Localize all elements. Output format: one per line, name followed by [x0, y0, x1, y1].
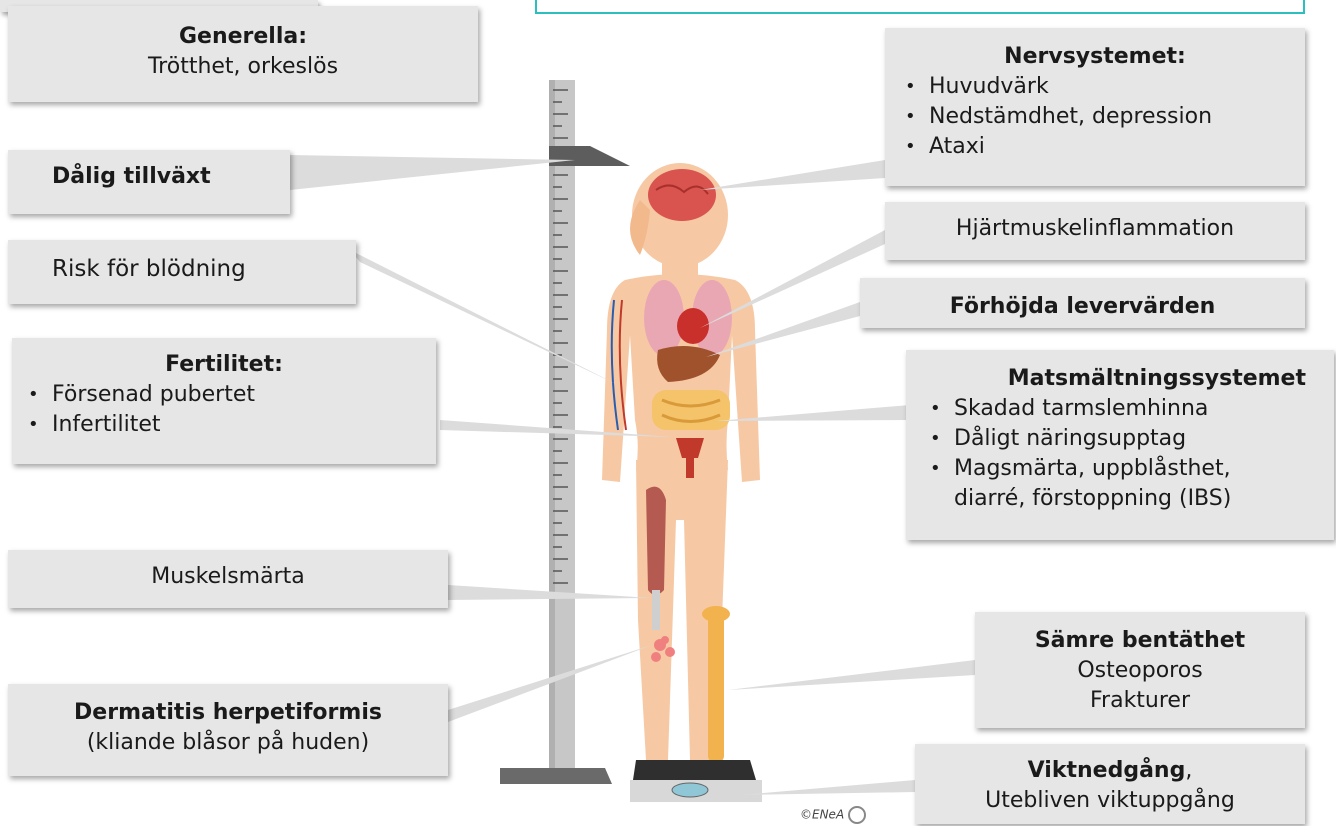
levervarden-label: Förhöjda levervärden — [860, 292, 1305, 322]
bentathet-box: Sämre bentäthet Osteoporos Frakturer — [975, 612, 1305, 728]
generella-box: Generella: Trötthet, orkeslös — [8, 6, 478, 102]
list-item: Skadad tarmslemhinna — [924, 394, 1334, 424]
fertilitet-list: Försenad pubertet Infertilitet — [22, 380, 436, 440]
viktnedgang-box: Viktnedgång, Utebliven viktuppgång — [915, 744, 1305, 824]
nervsystemet-title: Nervsystemet: — [885, 42, 1305, 72]
viktnedgang-text: Utebliven viktuppgång — [915, 786, 1305, 816]
list-item: Huvudvärk — [899, 72, 1305, 102]
hjartmuskel-box: Hjärtmuskelinflammation — [885, 202, 1305, 260]
risk-blodning-box: Risk för blödning — [8, 240, 356, 304]
credit-logo: ©ENeA — [800, 806, 866, 824]
enea-logo-icon — [848, 806, 866, 824]
matsmaltning-list: Skadad tarmslemhinna Dåligt näringsuppta… — [924, 394, 1334, 484]
dermatitis-title: Dermatitis herpetiformis — [8, 698, 448, 728]
top-frame — [535, 0, 1305, 14]
credit-text: ©ENeA — [800, 808, 844, 822]
levervarden-box: Förhöjda levervärden — [860, 278, 1305, 328]
list-item: Försenad pubertet — [22, 380, 436, 410]
dermatitis-text: (kliande blåsor på huden) — [8, 728, 448, 758]
nervsystemet-list: Huvudvärk Nedstämdhet, depression Ataxi — [899, 72, 1305, 162]
risk-blodning-label: Risk för blödning — [52, 254, 356, 284]
hjartmuskel-label: Hjärtmuskelinflammation — [885, 214, 1305, 244]
dalig-tillvaxt-label: Dålig tillväxt — [52, 162, 290, 192]
list-item: Ataxi — [899, 132, 1305, 162]
matsmaltning-box: Matsmältningssystemet Skadad tarmslemhin… — [906, 350, 1334, 540]
human-body-icon — [602, 163, 760, 760]
muskelsmarta-box: Muskelsmärta — [8, 550, 448, 608]
bentathet-title: Sämre bentäthet — [975, 626, 1305, 656]
list-item: Infertilitet — [22, 410, 436, 440]
fertilitet-title: Fertilitet: — [12, 350, 436, 380]
weighing-scale-icon — [630, 760, 762, 802]
intestines-icon — [652, 390, 730, 430]
viktnedgang-heading: Viktnedgång, — [915, 756, 1305, 786]
bentathet-line-2: Frakturer — [975, 686, 1305, 716]
brain-icon — [648, 169, 716, 221]
viktnedgang-title: Viktnedgång — [1028, 758, 1186, 783]
nervsystemet-box: Nervsystemet: Huvudvärk Nedstämdhet, dep… — [885, 28, 1305, 186]
list-item: Nedstämdhet, depression — [899, 102, 1305, 132]
dermatitis-box: Dermatitis herpetiformis (kliande blåsor… — [8, 684, 448, 776]
matsmaltning-title: Matsmältningssystemet — [906, 364, 1334, 394]
muskelsmarta-label: Muskelsmärta — [8, 562, 448, 592]
list-item: Dåligt näringsupptag — [924, 424, 1334, 454]
generella-title: Generella: — [8, 22, 478, 52]
list-item: Magsmärta, uppblåsthet, — [924, 454, 1334, 484]
generella-text: Trötthet, orkeslös — [8, 52, 478, 82]
dalig-tillvaxt-box: Dålig tillväxt — [8, 150, 290, 214]
viktnedgang-comma: , — [1185, 758, 1192, 783]
bentathet-line-1: Osteoporos — [975, 656, 1305, 686]
fertilitet-box: Fertilitet: Försenad pubertet Infertilit… — [12, 338, 436, 464]
matsmaltning-item3-cont: diarré, förstoppning (IBS) — [906, 484, 1334, 514]
